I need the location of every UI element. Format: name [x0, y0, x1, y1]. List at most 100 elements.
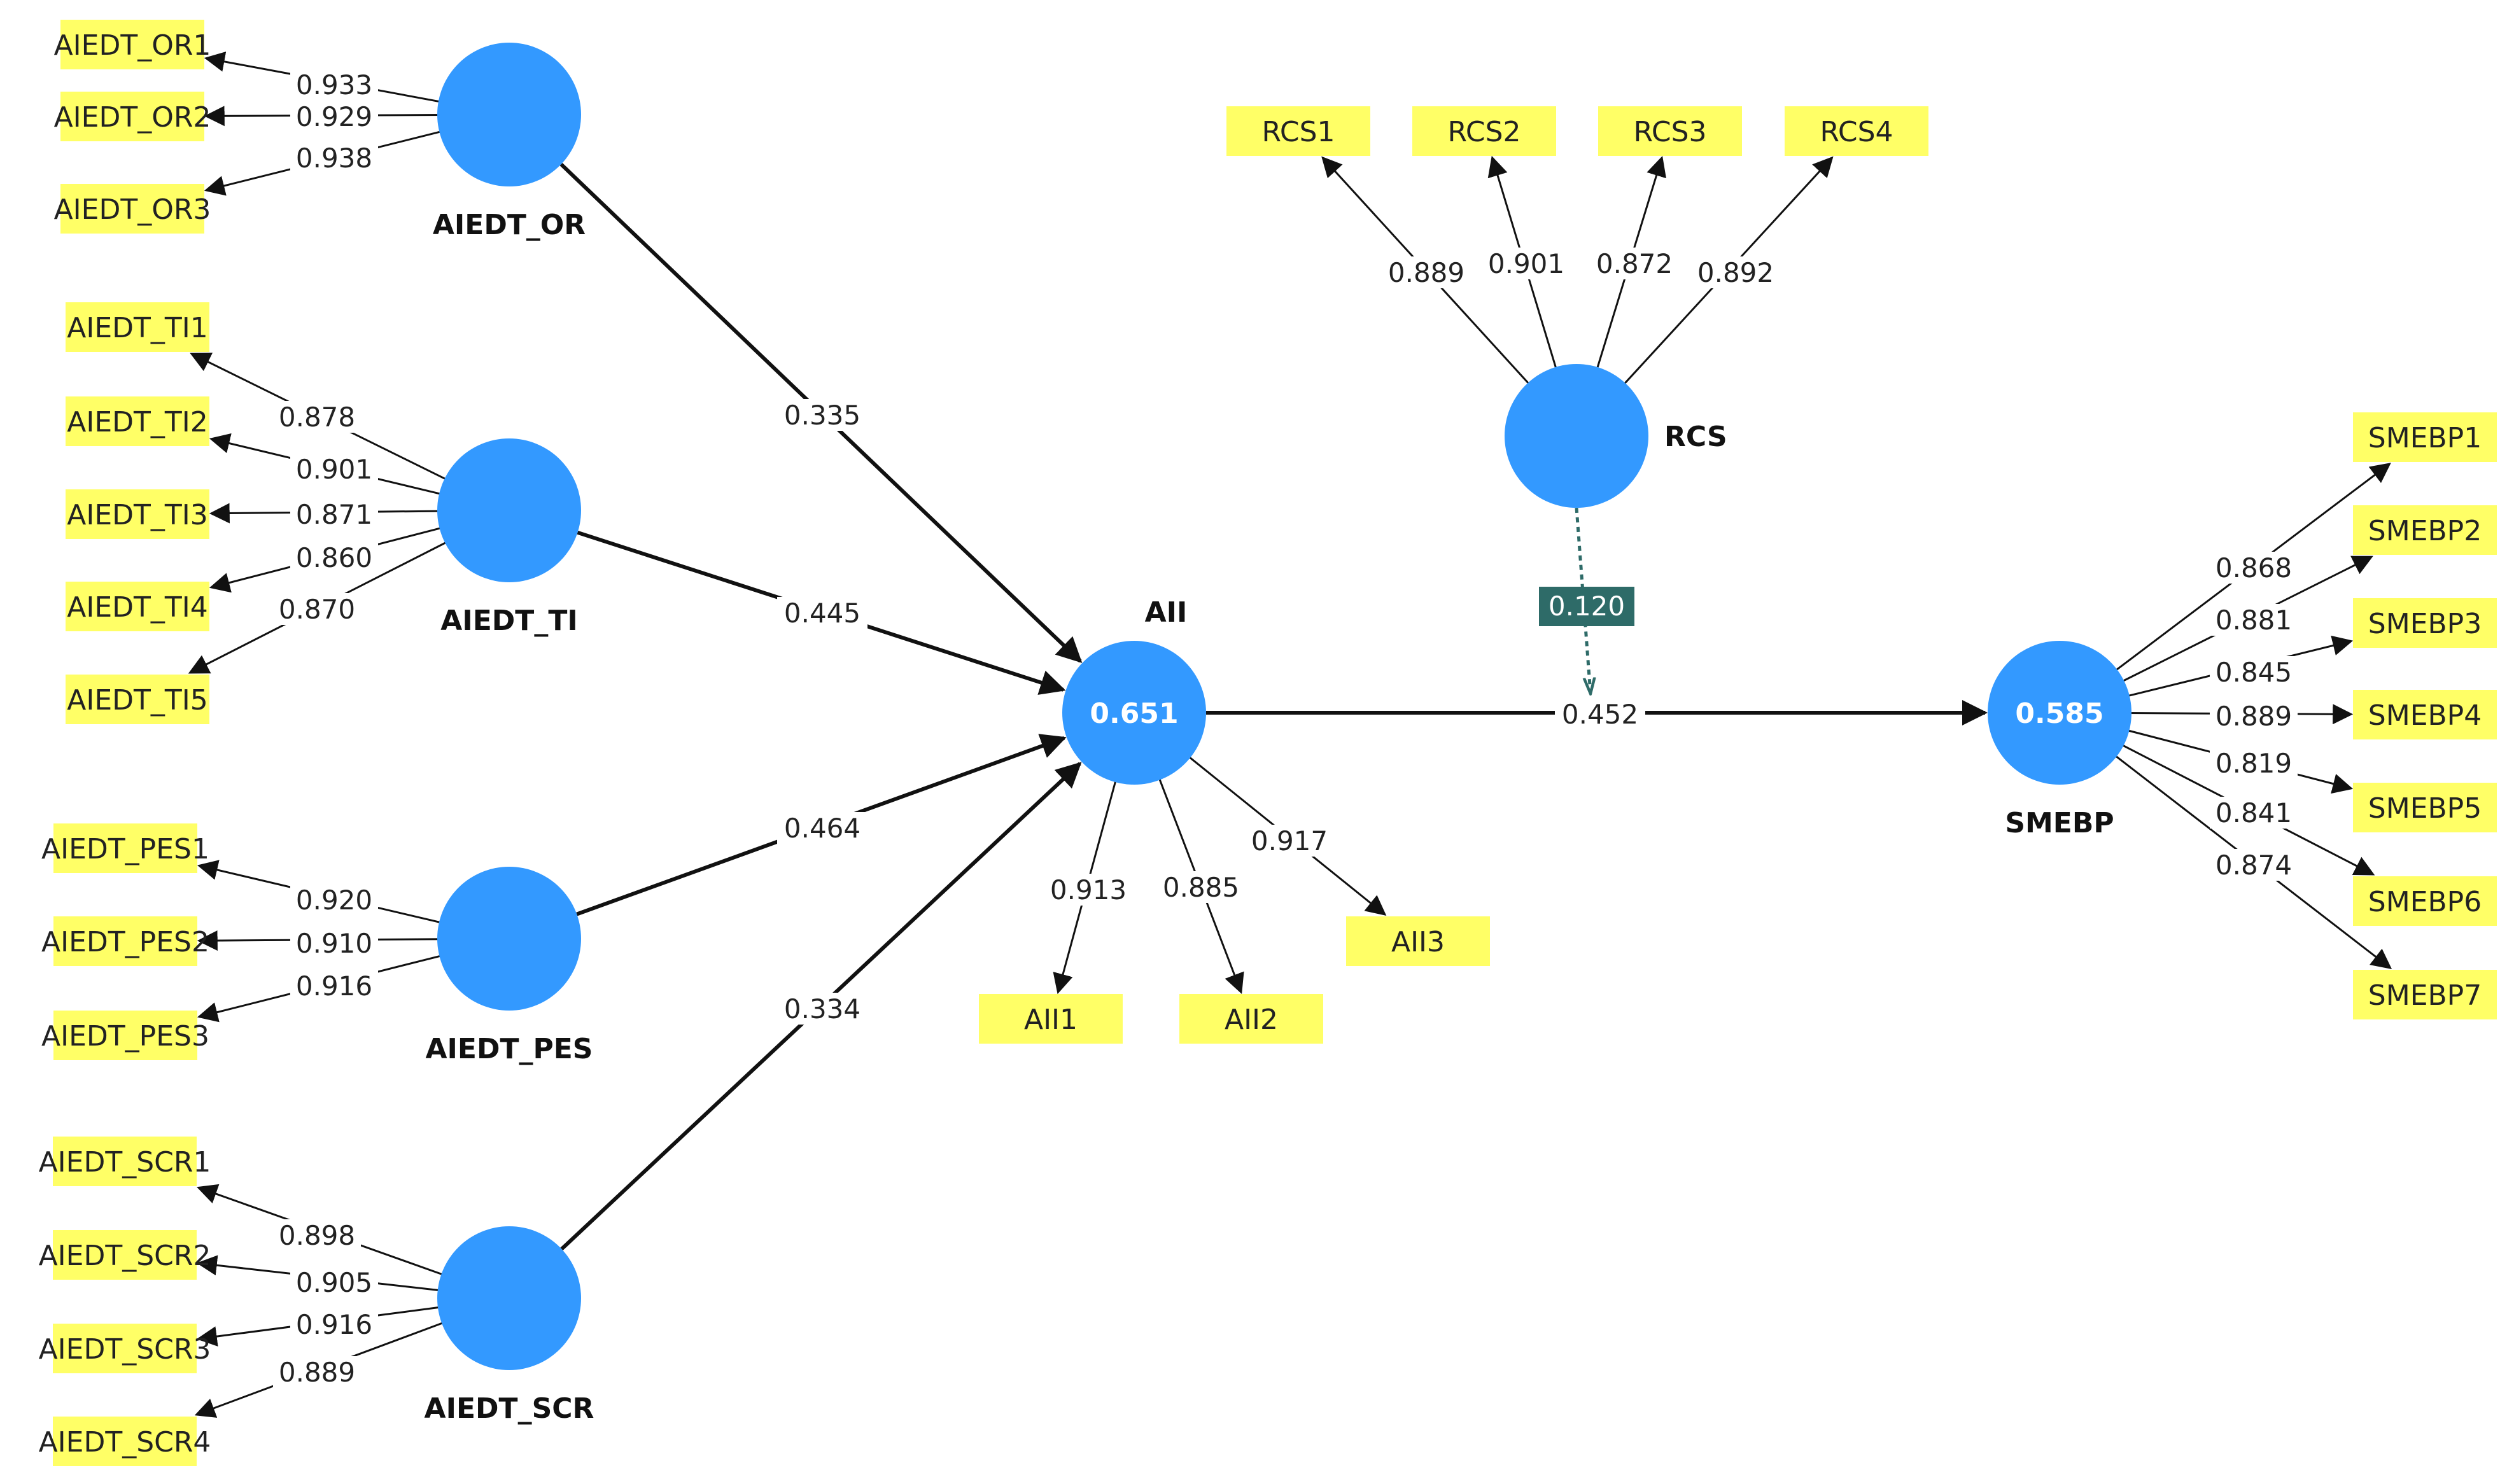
loading-label-rcs2-bg — [1482, 248, 1570, 279]
construct-aiedt_scr[interactable]: AIEDT_SCR — [425, 1226, 594, 1425]
construct-name: AIEDT_SCR — [425, 1392, 594, 1425]
indicator-label: AII1 — [1024, 1004, 1078, 1036]
loading-label-rcs1-bg — [1382, 256, 1470, 288]
loading-label-smebp7-bg — [2210, 849, 2298, 881]
loading-label-aiedt_ti3: 0.871 — [290, 498, 378, 530]
construct-aiedt_ti[interactable]: AIEDT_TI — [437, 438, 581, 637]
indicator-smebp1[interactable]: SMEBP1 — [2353, 412, 2497, 462]
construct-circle — [437, 1226, 581, 1370]
loading-label-aiedt_scr4: 0.889 — [273, 1356, 361, 1388]
moderation-coef-bg — [1539, 587, 1634, 626]
loading-label-aiedt_pes2-bg — [290, 927, 378, 959]
loading-label-aiedt_or3-text: 0.938 — [296, 143, 372, 174]
indicator-label: AIEDT_SCR3 — [39, 1333, 211, 1366]
construct-name: RCS — [1664, 421, 1727, 453]
indicator-label: AII2 — [1225, 1004, 1278, 1036]
loading-label-aiedt_ti5-text: 0.870 — [279, 594, 355, 625]
loading-label-aiedt_ti2: 0.901 — [290, 453, 378, 485]
construct-aiedt_pes[interactable]: AIEDT_PES — [425, 867, 593, 1065]
indicator-label: AIEDT_TI5 — [67, 684, 207, 717]
indicator-label: SMEBP5 — [2368, 792, 2482, 825]
loading-label-smebp4: 0.889 — [2210, 700, 2298, 732]
indicator-aii1[interactable]: AII1 — [979, 994, 1123, 1044]
indicator-smebp4[interactable]: SMEBP4 — [2353, 690, 2497, 739]
indicator-aiedt_ti5[interactable]: AIEDT_TI5 — [66, 675, 209, 724]
loading-label-aiedt_scr2: 0.905 — [290, 1266, 378, 1298]
indicator-box — [2353, 598, 2497, 648]
loading-label-smebp1-bg — [2210, 552, 2298, 584]
indicator-label: AII3 — [1391, 926, 1445, 958]
indicator-label: AIEDT_TI2 — [67, 406, 207, 438]
path-coef-aiedt_ti-aii-bg — [777, 597, 867, 629]
indicator-aiedt_pes3[interactable]: AIEDT_PES3 — [41, 1011, 209, 1060]
loading-label-rcs3: 0.872 — [1591, 248, 1678, 279]
indicator-aiedt_pes2[interactable]: AIEDT_PES2 — [41, 916, 209, 966]
loading-label-smebp4-text: 0.889 — [2216, 701, 2292, 732]
indicator-rcs4[interactable]: RCS4 — [1785, 106, 1928, 156]
indicator-aii2[interactable]: AII2 — [1179, 994, 1323, 1044]
indicator-box — [2353, 505, 2497, 555]
indicator-box — [1598, 106, 1742, 156]
indicator-smebp6[interactable]: SMEBP6 — [2353, 876, 2497, 926]
indicator-aiedt_scr2[interactable]: AIEDT_SCR2 — [39, 1230, 211, 1280]
indicator-smebp7[interactable]: SMEBP7 — [2353, 970, 2497, 1019]
indicator-label: AIEDT_TI4 — [67, 591, 207, 624]
construct-circle — [437, 43, 581, 186]
loading-label-aiedt_pes2: 0.910 — [290, 927, 378, 959]
indicator-aiedt_ti3[interactable]: AIEDT_TI3 — [66, 489, 209, 539]
indicator-aiedt_ti2[interactable]: AIEDT_TI2 — [66, 396, 209, 446]
indicator-rcs2[interactable]: RCS2 — [1412, 106, 1556, 156]
loading-label-rcs4-bg — [1692, 256, 1780, 288]
loading-label-smebp1-text: 0.868 — [2216, 552, 2292, 584]
indicator-aiedt_pes1[interactable]: AIEDT_PES1 — [41, 823, 209, 873]
indicator-aiedt_scr3[interactable]: AIEDT_SCR3 — [39, 1324, 211, 1373]
indicator-label: SMEBP6 — [2368, 886, 2482, 918]
loading-label-aiedt_pes3: 0.916 — [290, 970, 378, 1002]
loading-label-aiedt_or3-bg — [290, 142, 378, 174]
construct-aiedt_or[interactable]: AIEDT_OR — [433, 43, 586, 241]
indicator-smebp2[interactable]: SMEBP2 — [2353, 505, 2497, 555]
loading-label-aii2-text: 0.885 — [1163, 872, 1239, 903]
loading-label-aiedt_ti3-bg — [290, 498, 378, 530]
loading-label-aiedt_or1-text: 0.933 — [296, 69, 372, 101]
path-coef-aiedt_or-aii-bg — [777, 399, 867, 431]
indicator-box — [66, 489, 209, 539]
construct-rcs[interactable]: RCS — [1505, 364, 1727, 508]
loading-label-aii3: 0.917 — [1246, 825, 1333, 857]
indicator-rcs1[interactable]: RCS1 — [1226, 106, 1370, 156]
indicator-label: AIEDT_SCR4 — [39, 1426, 211, 1459]
indicator-label: AIEDT_SCR2 — [39, 1240, 211, 1272]
indicator-smebp5[interactable]: SMEBP5 — [2353, 783, 2497, 832]
indicator-aiedt_or1[interactable]: AIEDT_OR1 — [54, 20, 211, 69]
indicator-label: SMEBP1 — [2368, 422, 2482, 454]
path-coef-aiedt_scr-aii: 0.334 — [777, 993, 867, 1025]
indicator-box — [2353, 412, 2497, 462]
indicator-smebp3[interactable]: SMEBP3 — [2353, 598, 2497, 648]
indicator-box — [66, 396, 209, 446]
indicator-aii3[interactable]: AII3 — [1346, 916, 1490, 966]
indicator-aiedt_or2[interactable]: AIEDT_OR2 — [54, 92, 211, 141]
indicator-label: SMEBP3 — [2368, 608, 2482, 640]
indicator-aiedt_ti4[interactable]: AIEDT_TI4 — [66, 582, 209, 631]
indicator-box — [1412, 106, 1556, 156]
construct-circle — [437, 867, 581, 1011]
indicator-aiedt_ti1[interactable]: AIEDT_TI1 — [66, 302, 209, 352]
loading-label-aiedt_pes1-bg — [290, 884, 378, 916]
indicator-label: AIEDT_OR2 — [54, 101, 211, 134]
path-coef-aii-smebp-text: 0.452 — [1562, 699, 1638, 730]
loading-label-smebp3: 0.845 — [2210, 656, 2298, 688]
indicator-aiedt_or3[interactable]: AIEDT_OR3 — [54, 184, 211, 234]
moderation-coef: 0.120 — [1539, 587, 1634, 626]
indicator-aiedt_scr1[interactable]: AIEDT_SCR1 — [39, 1137, 211, 1186]
indicator-box — [66, 582, 209, 631]
indicator-rcs3[interactable]: RCS3 — [1598, 106, 1742, 156]
loading-label-aiedt_scr4-bg — [273, 1356, 361, 1388]
loading-label-aiedt_scr3: 0.916 — [290, 1308, 378, 1340]
moderation-edge — [1575, 507, 1591, 694]
loading-label-aiedt_or2-bg — [290, 101, 378, 132]
indicator-aiedt_scr4[interactable]: AIEDT_SCR4 — [39, 1417, 211, 1466]
construct-name: AIEDT_TI — [440, 605, 577, 637]
path-coef-aiedt_or-aii: 0.335 — [777, 399, 867, 431]
